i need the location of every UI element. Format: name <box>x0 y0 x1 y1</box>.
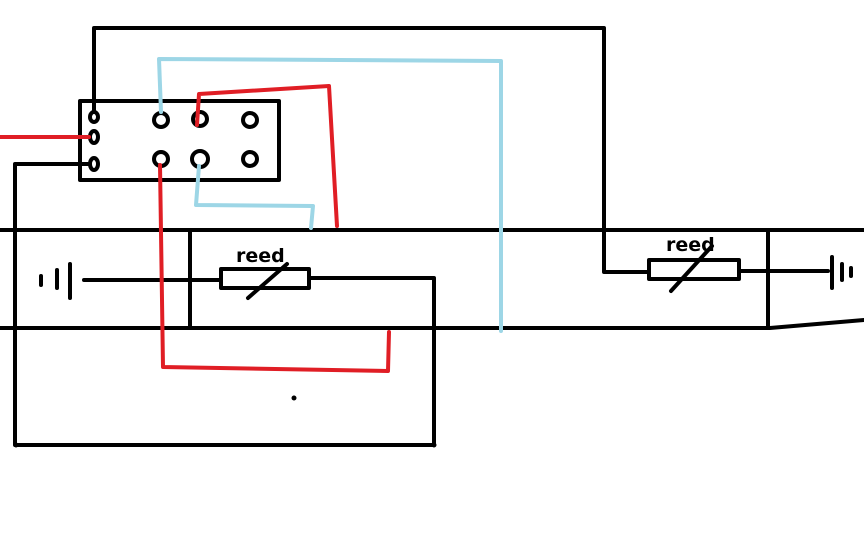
battery-right <box>830 255 853 290</box>
blue-wires <box>157 57 503 333</box>
junction-dot <box>13 442 19 448</box>
reed-switch-right-body <box>647 258 741 281</box>
red-wire-upper <box>195 84 339 228</box>
red-wire-lower <box>158 163 391 373</box>
switch-contact-b3 <box>241 150 259 168</box>
switch-body <box>78 99 281 182</box>
blue-wire-lower <box>194 164 315 230</box>
blue-wire-upper <box>157 57 503 333</box>
reed-switch-right: reed <box>647 234 741 293</box>
switch-contact-a1 <box>152 111 170 129</box>
reed-switch-left-label: reed <box>236 245 285 267</box>
switch-pin-coil-2 <box>88 129 100 145</box>
reed-switch-left-contact <box>246 262 289 300</box>
reed-switch-left-body <box>219 267 311 290</box>
switch-contact-a2 <box>191 110 209 128</box>
reed-switch-left: reed <box>219 245 311 300</box>
black-wires <box>13 26 830 447</box>
stray-dot <box>291 395 297 401</box>
dpdt-switch <box>78 99 281 182</box>
red-wires <box>0 84 391 373</box>
reed-switch-right-label: reed <box>666 234 715 256</box>
battery-left <box>39 262 72 300</box>
black-wire-bottom-loop <box>13 162 436 447</box>
switch-pin-coil-3 <box>88 156 100 172</box>
junction-dot <box>431 442 437 448</box>
reed-switch-right-contact <box>669 244 714 293</box>
black-wire-top-loop <box>92 26 650 274</box>
switch-contact-a3 <box>241 111 259 129</box>
